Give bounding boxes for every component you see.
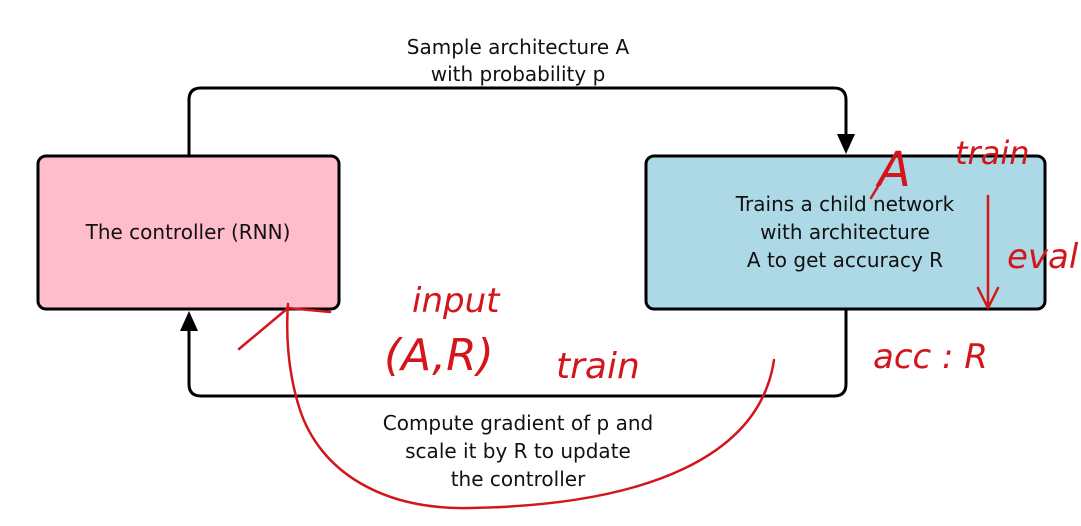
- annotation-a-mark: A: [875, 142, 911, 198]
- top-edge-arrowhead: [837, 134, 855, 154]
- bottom-edge-arrowhead: [180, 311, 198, 331]
- bottom-edge-label-line-2: scale it by R to update: [405, 439, 631, 463]
- top-edge-label-line-1: Sample architecture A: [407, 35, 630, 59]
- handwritten-annotations: A train eval acc : R input (A,R) train: [237, 134, 1079, 510]
- annotation-short-stroke: [237, 306, 332, 351]
- bottom-edge-label-line-3: the controller: [451, 467, 586, 491]
- controller-node: [36, 154, 341, 311]
- annotation-train-bottom: train: [556, 346, 640, 387]
- child-network-node: [644, 154, 1047, 311]
- annotation-a-pointer: [869, 166, 891, 200]
- bottom-edge-line: [187, 309, 848, 398]
- annotation-acc: acc : R: [873, 337, 988, 377]
- annotation-input: input: [412, 281, 501, 321]
- child-network-label-line-1: Trains a child network: [735, 192, 955, 216]
- bottom-edge-label-line-1: Compute gradient of p and: [383, 411, 653, 435]
- top-edge-label-line-2: with probability p: [431, 62, 606, 86]
- annotation-down-arrow: [976, 194, 1000, 310]
- child-network-label-line-3: A to get accuracy R: [747, 248, 943, 272]
- annotation-feedback-curve: [285, 302, 776, 510]
- top-edge-line: [187, 86, 848, 156]
- annotation-train-right: train: [955, 134, 1029, 172]
- annotation-eval: eval: [1007, 237, 1079, 277]
- annotation-input-args: (A,R): [384, 330, 494, 381]
- controller-node-label: The controller (RNN): [85, 220, 291, 244]
- child-network-label-line-2: with architecture: [760, 220, 930, 244]
